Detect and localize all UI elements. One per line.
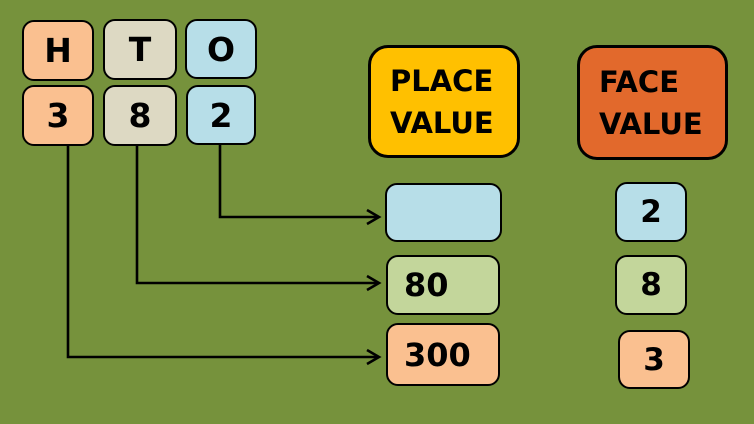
column-header-tens: T xyxy=(103,19,177,80)
place-value-result-label: 300 xyxy=(404,335,471,374)
arrowhead-hundreds-icon xyxy=(366,348,382,366)
digit-label: 3 xyxy=(46,96,70,135)
arrowhead-ones-icon xyxy=(366,208,382,226)
face-value-result-label: 2 xyxy=(640,194,662,230)
arrow-tens-to-place-value xyxy=(135,145,378,285)
digit-label: 2 xyxy=(209,95,233,135)
place-value-title-line2: VALUE xyxy=(390,105,494,140)
place-value-result-tens: 80 xyxy=(386,255,500,315)
place-value-title: PLACE VALUE xyxy=(368,45,520,158)
face-value-result-tens: 8 xyxy=(615,255,687,315)
column-header-label: T xyxy=(128,30,152,69)
digit-hundreds: 3 xyxy=(22,85,94,146)
face-value-result-hundreds: 3 xyxy=(618,330,690,389)
face-value-result-label: 8 xyxy=(640,267,662,303)
face-value-title-line1: FACE xyxy=(599,64,680,99)
column-header-hundreds: H xyxy=(22,20,94,81)
face-value-result-ones: 2 xyxy=(615,182,687,242)
face-value-title: FACE VALUE xyxy=(577,45,728,160)
digit-ones: 2 xyxy=(186,85,256,145)
face-value-title-line2: VALUE xyxy=(599,106,703,141)
column-header-label: H xyxy=(44,31,72,70)
column-header-label: O xyxy=(206,29,236,69)
digit-tens: 8 xyxy=(103,85,177,146)
place-value-result-hundreds: 300 xyxy=(386,323,500,386)
arrowhead-tens-icon xyxy=(366,274,382,292)
place-value-title-line1: PLACE xyxy=(390,63,494,98)
arrow-hundreds-to-place-value xyxy=(66,146,378,359)
place-value-result-ones xyxy=(385,183,502,242)
arrow-ones-to-place-value xyxy=(218,144,378,219)
face-value-result-label: 3 xyxy=(643,341,665,378)
column-header-ones: O xyxy=(185,19,257,79)
place-value-result-label: 80 xyxy=(404,266,449,304)
digit-label: 8 xyxy=(128,96,152,135)
